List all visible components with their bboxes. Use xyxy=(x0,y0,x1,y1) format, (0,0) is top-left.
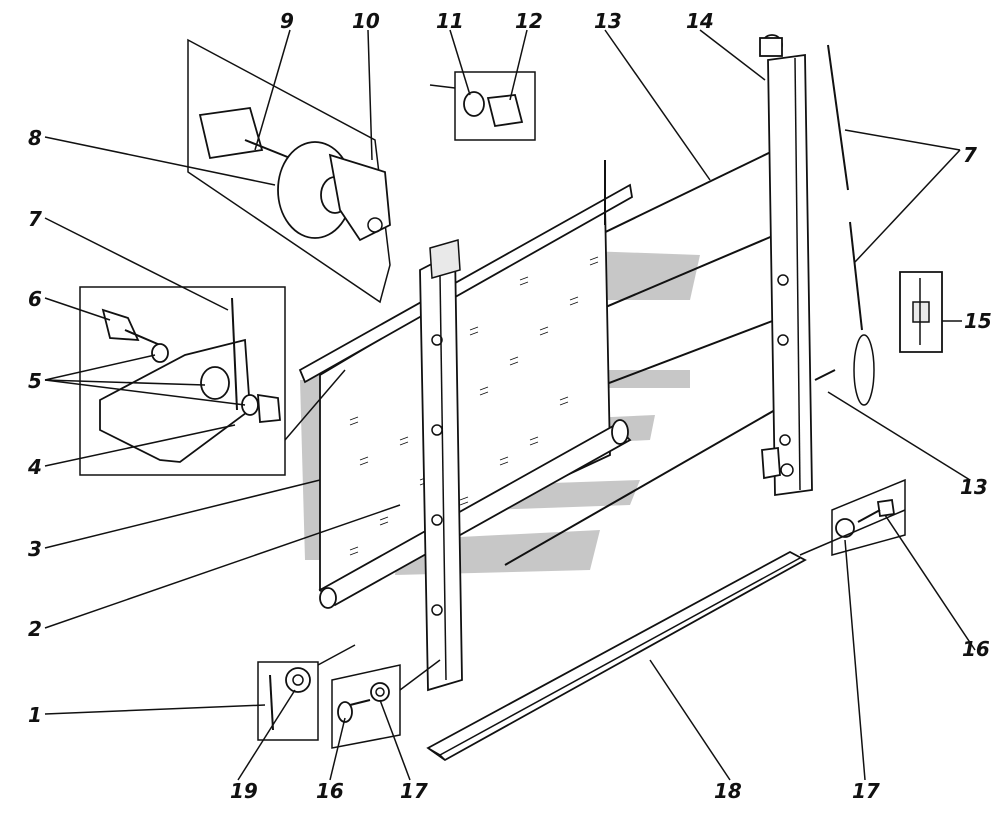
callout-16-right: 16 xyxy=(962,637,990,661)
bottom-strip xyxy=(426,550,807,762)
callout-19: 19 xyxy=(230,779,258,803)
callout-2: 2 xyxy=(28,617,42,641)
callout-6: 6 xyxy=(28,287,42,311)
inset-nuts xyxy=(429,71,536,141)
inset-screw-washer-right xyxy=(831,478,906,556)
callout-18: 18 xyxy=(714,779,742,803)
cord-parts xyxy=(827,44,943,406)
callout-7-left: 7 xyxy=(28,207,42,231)
callout-11: 11 xyxy=(436,9,464,33)
callout-1: 1 xyxy=(28,703,42,727)
inset-screw-washer xyxy=(331,664,401,749)
callout-17-bottom: 17 xyxy=(400,779,428,803)
callout-14: 14 xyxy=(686,9,714,33)
callout-10: 10 xyxy=(352,9,380,33)
callout-7-right: 7 xyxy=(963,143,977,167)
mesh-screen xyxy=(298,160,633,592)
callout-8: 8 xyxy=(28,126,42,150)
leader-lines xyxy=(44,29,976,781)
callout-15: 15 xyxy=(964,309,992,333)
right-guide-rail xyxy=(759,34,813,497)
left-guide-rail xyxy=(419,239,463,692)
callout-12: 12 xyxy=(515,9,543,33)
inset-washer-pin xyxy=(257,644,356,741)
inset-clamp xyxy=(79,286,286,476)
callout-13-right: 13 xyxy=(960,475,988,499)
callout-9: 9 xyxy=(280,9,294,33)
callout-3: 3 xyxy=(28,537,42,561)
callout-4: 4 xyxy=(27,455,42,479)
inset-bracket xyxy=(187,38,391,304)
callout-13-top: 13 xyxy=(594,9,622,33)
roller xyxy=(318,419,632,609)
callout-17-right: 17 xyxy=(852,779,880,803)
callout-5: 5 xyxy=(28,369,42,393)
callout-16-bottom: 16 xyxy=(316,779,344,803)
callout-labels: 1 2 3 4 5 6 7 8 9 10 11 12 13 14 7 15 13… xyxy=(27,9,992,803)
